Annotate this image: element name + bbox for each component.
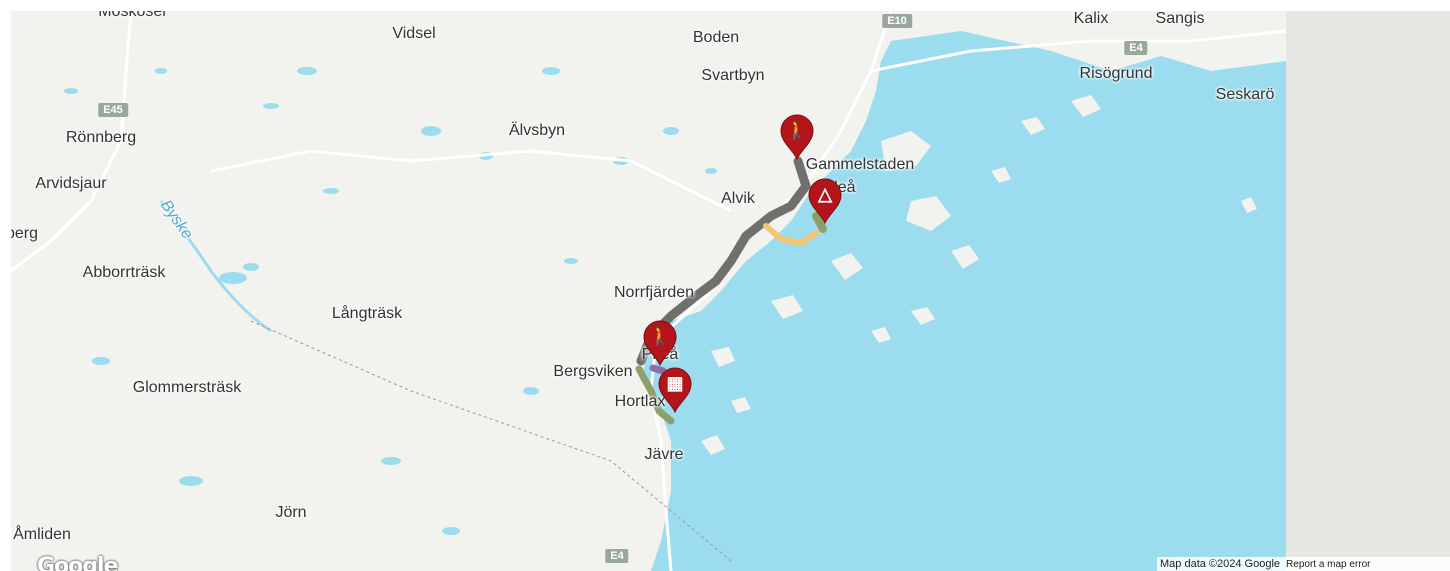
place-label-ronnberg: Rönnberg <box>65 129 137 146</box>
sea-area <box>643 31 1286 571</box>
place-label-vidsel: Vidsel <box>392 25 436 42</box>
marker-pin-shape <box>658 367 692 413</box>
road-shield-e10: E10 <box>882 14 912 28</box>
islands <box>701 95 1257 455</box>
place-label-glommerstrask: Glommersträsk <box>132 379 242 396</box>
map-data-text: Map data ©2024 Google <box>1160 558 1281 570</box>
mountain-icon: △ <box>818 184 832 204</box>
marker-pin-shape <box>808 178 842 224</box>
place-label-hortlax: Hortlax <box>614 393 666 410</box>
route-orange <box>763 223 819 247</box>
marker-pin-shape <box>780 114 814 160</box>
marker-hotel[interactable]: ▦ <box>657 367 693 413</box>
marker-hiking-south[interactable]: 🚶 <box>642 320 678 366</box>
hiking-icon: 🚶 <box>785 120 809 140</box>
place-label-amliden: Åmliden <box>13 526 71 543</box>
hotel-icon: ▦ <box>666 373 684 393</box>
place-label-sangis: Sangis <box>1155 11 1205 27</box>
report-map-error-link[interactable]: Report a map error <box>1286 559 1371 570</box>
map-attribution: Map data ©2024 Google Report a map error <box>1157 557 1450 571</box>
place-label-kalix: Kalix <box>1073 11 1109 27</box>
place-label-risogrund: Risögrund <box>1079 65 1153 82</box>
place-label-norrfjarden: Norrfjärden <box>613 284 695 301</box>
county-border <box>250 320 732 562</box>
place-label-jorn: Jörn <box>275 504 307 521</box>
byske-river <box>159 200 272 333</box>
place-label-arvidsjaur: Arvidsjaur <box>35 175 107 192</box>
place-label-gammelstaden: Gammelstaden <box>805 156 915 173</box>
place-label-svartbyn: Svartbyn <box>701 67 765 84</box>
place-label-langtrask: Långträsk <box>331 305 403 322</box>
place-label-javre: Jävre <box>644 446 684 463</box>
roads <box>11 11 1286 571</box>
place-label-berg: berg <box>11 225 39 242</box>
side-pane <box>1286 11 1450 571</box>
road-shield-e4-north: E4 <box>1124 41 1148 55</box>
place-label-alvik: Alvik <box>721 190 755 207</box>
route-purple <box>649 364 667 375</box>
place-label-moskosel: Moskosel <box>98 11 166 20</box>
place-label-seskaro: Seskarö <box>1215 86 1275 103</box>
marker-hiking-north[interactable]: 🚶 <box>779 114 815 160</box>
place-label-alvsbyn: Älvsbyn <box>508 122 566 139</box>
marker-mountain[interactable]: △ <box>807 178 843 224</box>
road-shield-e4-south: E4 <box>605 549 629 563</box>
hiking-icon: 🚶 <box>648 326 672 346</box>
marker-pin-shape <box>643 320 677 366</box>
place-label-bergsviken: Bergsviken <box>553 363 633 380</box>
road-shield-e45: E45 <box>98 103 128 117</box>
google-logo[interactable]: Google <box>37 554 118 571</box>
place-label-boden: Boden <box>692 29 740 46</box>
route-green-south <box>635 365 675 425</box>
route-green-north <box>812 212 827 233</box>
place-label-abborrtrask: Abborrträsk <box>82 264 166 281</box>
